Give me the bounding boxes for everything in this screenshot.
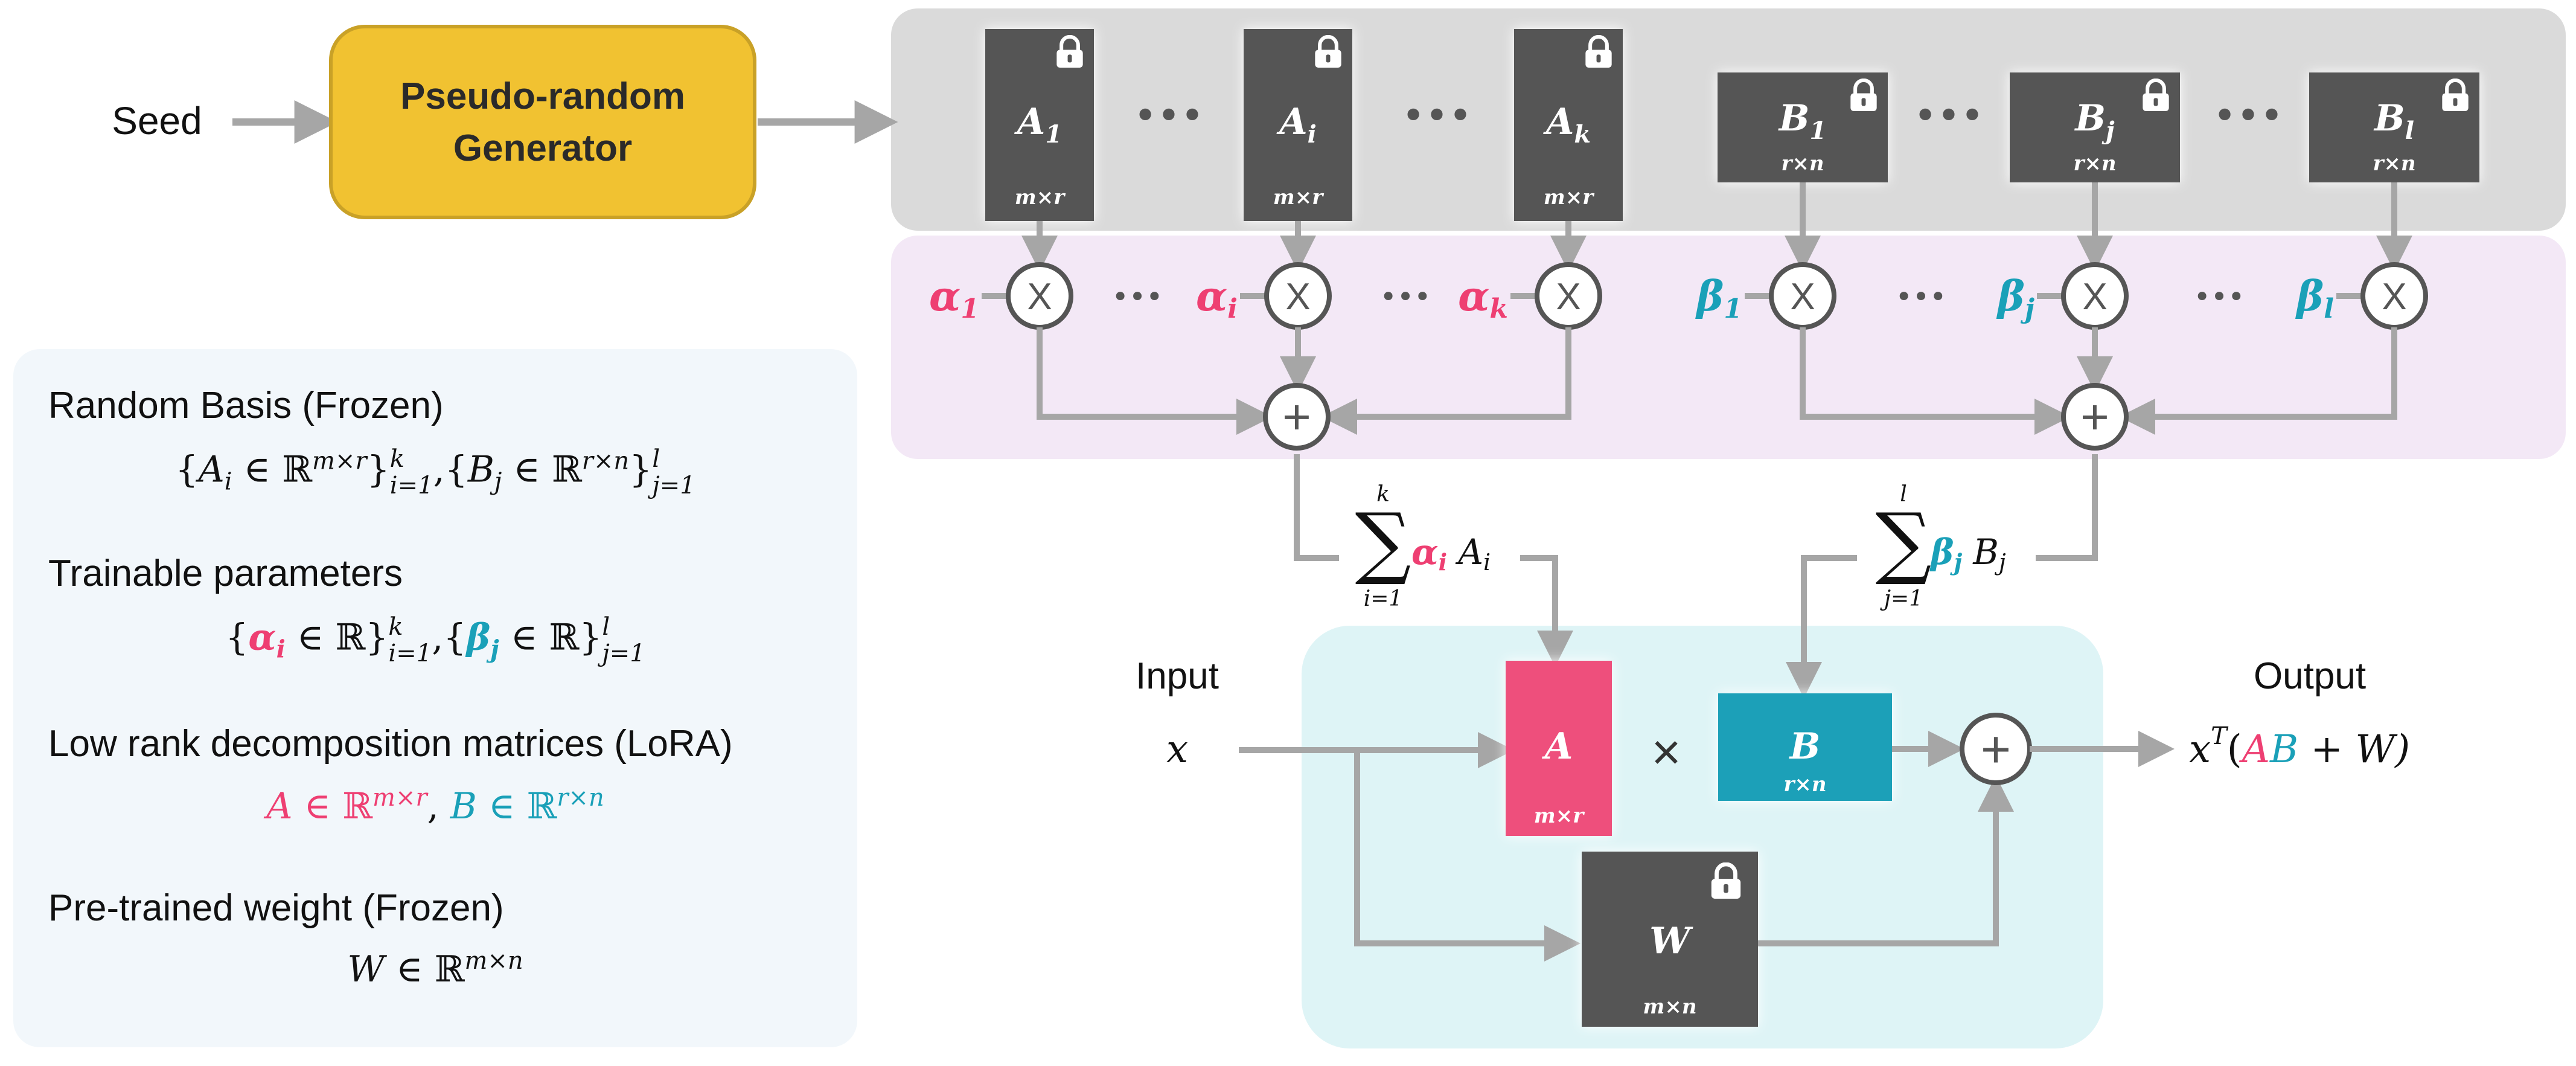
basis-label-a-1: A1 (1014, 101, 1062, 149)
sum-a-lower: i=1 (1364, 586, 1403, 611)
beta-coefficient-l: βl (2295, 272, 2334, 324)
multiply-icon: X (1285, 276, 1310, 318)
output-label: Output (2254, 655, 2366, 697)
sum-a-to-matrix-a (1520, 555, 1573, 667)
ellipsis-top: ••• (1402, 92, 1472, 139)
sum-b-sigma: ∑ (1876, 496, 1932, 588)
pseudo-random-generator (329, 25, 756, 219)
ellipsis-top: ••• (2213, 92, 2284, 139)
multiply-icon: X (1556, 276, 1580, 318)
beta-adder (2061, 383, 2129, 451)
basis-label-b-l: Bl (2373, 97, 2414, 145)
input-variable: x (1166, 727, 1188, 772)
matrix-w-name: W (1649, 920, 1693, 962)
beta-coefficient-j: βj (1996, 272, 2034, 324)
sum-a-sigma: ∑ (1355, 496, 1411, 588)
basis-label-a-k: Ak (1543, 101, 1591, 149)
matrix-b (1718, 693, 1892, 801)
ellipsis-scale: ••• (2194, 280, 2245, 314)
alpha-coefficient-k: αk (1458, 272, 1508, 324)
lora-math: A ∈ ℝm×r, B ∈ ℝr×n (266, 784, 604, 827)
lora-title: Low rank decomposition matrices (LoRA) (48, 723, 733, 765)
sum-b-lower: j=1 (1880, 586, 1923, 611)
basis-dims: r×n (2373, 152, 2415, 176)
matrix-w-dims: m×n (1643, 995, 1696, 1019)
seed-label: Seed (112, 99, 202, 143)
matrix-b-name: B (1789, 725, 1821, 768)
pretrained-math: W ∈ ℝm×n (347, 947, 523, 991)
multiply-icon: X (2082, 276, 2107, 318)
alpha-coefficient-1: α1 (929, 272, 979, 324)
product-times: × (1651, 724, 1681, 780)
random-basis-title: Random Basis (Frozen) (48, 385, 444, 426)
basis-label-a-i: Ai (1276, 101, 1317, 149)
plus-icon: + (2080, 390, 2109, 445)
input-to-weight-arrow (1354, 750, 1581, 962)
generator-label-line2: Generator (453, 127, 632, 169)
scaling-panel (891, 236, 2566, 459)
sum-a-connector (1294, 454, 1339, 561)
basis-dims: m×r (1273, 185, 1324, 210)
basis-layer: A1 m×r Ai m×r Ak m×r B1 r×n Bj r×n Bl r×n ••• ••• ••• •… (985, 29, 2479, 272)
matrix-a (1506, 661, 1612, 836)
sum-a-upper: k (1376, 482, 1390, 507)
basis-dims: m×r (1544, 185, 1594, 210)
output-adder-plus-icon: + (1981, 721, 2011, 779)
multiply-icon: X (1027, 276, 1052, 318)
alpha-coefficient-i: αi (1196, 272, 1238, 324)
ellipsis-scale: ••• (1112, 280, 1163, 314)
basis-label-b-j: Bj (2074, 97, 2115, 145)
beta-to-adder-arrow (1800, 327, 2071, 435)
trainable-title: Trainable parameters (48, 553, 403, 594)
plus-icon: + (1282, 390, 1311, 445)
ellipsis-scale: ••• (1380, 280, 1431, 314)
basis-dims: r×n (2073, 152, 2116, 176)
input-label: Input (1136, 655, 1219, 697)
basis-block-b-1 (1718, 72, 1888, 182)
beta-coefficient-1: β1 (1695, 272, 1742, 324)
matrix-b-dims: r×n (1783, 772, 1826, 797)
ellipsis-scale: ••• (1896, 280, 1947, 314)
basis-dims: r×n (1781, 152, 1824, 176)
sum-b-upper: l (1900, 482, 1907, 507)
alpha-adder (1263, 383, 1331, 451)
pretrained-title: Pre-trained weight (Frozen) (48, 887, 504, 929)
alpha-to-adder-arrow (1037, 327, 1273, 435)
basis-dims: m×r (1015, 185, 1066, 210)
sum-b-to-matrix-b (1786, 555, 1857, 699)
generator-label-line1: Pseudo-random (400, 75, 685, 117)
ellipsis-top: ••• (1914, 92, 1984, 139)
basis-block-b-l (2309, 72, 2479, 182)
alpha-to-adder-arrow (1320, 327, 1571, 435)
multiply-icon: X (2382, 276, 2406, 318)
ellipsis-top: ••• (1134, 92, 1204, 139)
basis-label-b-1: B1 (1778, 97, 1827, 145)
sum-b-connector (2036, 454, 2098, 561)
matrix-a-dims: m×r (1534, 804, 1585, 828)
basis-block-b-j (2010, 72, 2180, 182)
beta-to-adder-arrow (2118, 327, 2397, 435)
matrix-a-name: A (1542, 725, 1573, 768)
weight-to-adder-arrow (1758, 775, 2014, 946)
output-expression: xT(AB + W) (2189, 722, 2410, 772)
multiply-icon: X (1790, 276, 1815, 318)
